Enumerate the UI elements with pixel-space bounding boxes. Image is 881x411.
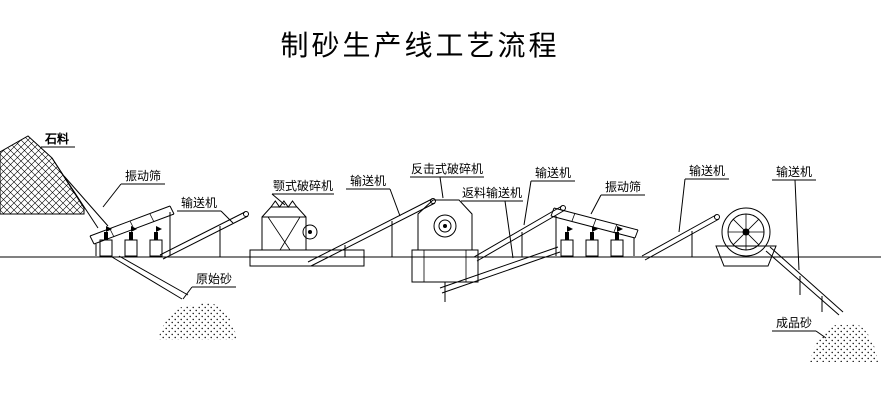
conveyor-4 <box>641 214 720 261</box>
conveyor-5-label: 输送机 <box>776 164 812 179</box>
screen1-support-3 <box>149 226 163 257</box>
label-return-conveyor: 返料输送机 <box>461 185 523 259</box>
screen1-support-2 <box>124 226 138 257</box>
diagram-title: 制砂生产线工艺流程 <box>280 30 559 62</box>
finished-sand-pile <box>810 323 878 362</box>
label-vibrating-screen-2: 振动筛 <box>590 179 645 215</box>
jaw-crusher-label: 颚式破碎机 <box>273 178 333 193</box>
label-finished-sand: 成品砂 <box>772 316 827 339</box>
finished-sand-label: 成品砂 <box>776 316 812 330</box>
impact-crusher-label: 反击式破碎机 <box>411 161 483 176</box>
conveyor-1-label: 输送机 <box>181 195 217 210</box>
label-jaw-crusher: 颚式破碎机 <box>271 178 334 206</box>
label-conveyor-1: 输送机 <box>177 195 234 224</box>
conveyor-1 <box>159 211 249 260</box>
impact-crusher <box>411 199 479 302</box>
sand-washer <box>715 207 777 267</box>
raw-sand-label: 原始砂 <box>196 272 232 286</box>
conveyor-2-label: 输送机 <box>350 173 386 188</box>
raw-sand-chute <box>111 255 189 300</box>
label-raw-sand: 原始砂 <box>182 272 236 300</box>
screen2-support-3 <box>610 226 624 257</box>
conveyor-2 <box>307 198 436 267</box>
conveyor-5 <box>765 246 844 316</box>
conveyor-4-label: 输送机 <box>689 163 725 178</box>
return-conveyor-label: 返料输送机 <box>462 185 522 200</box>
return-conveyor <box>439 246 561 294</box>
jaw-crusher <box>249 200 365 267</box>
stone-pile <box>0 135 109 229</box>
label-conveyor-2: 输送机 <box>346 173 401 217</box>
label-stone: 石料 <box>41 131 75 148</box>
raw-sand-pile <box>158 302 237 340</box>
screen2-support-2 <box>585 226 599 257</box>
vibrating-screen-1 <box>89 205 175 257</box>
conveyor-3-label: 输送机 <box>535 165 571 180</box>
label-conveyor-5: 输送机 <box>772 164 816 271</box>
screen2-support-1 <box>560 226 574 257</box>
label-conveyor-4: 输送机 <box>678 163 729 233</box>
vibrating-screen-1-label: 振动筛 <box>125 168 161 183</box>
label-conveyor-3: 输送机 <box>523 165 575 226</box>
label-vibrating-screen-1: 振动筛 <box>102 168 165 208</box>
stone-label: 石料 <box>44 131 69 146</box>
label-impact-crusher: 反击式破碎机 <box>410 161 484 199</box>
vibrating-screen-2-label: 振动筛 <box>605 179 641 194</box>
screen1-support-1 <box>99 226 113 257</box>
vibrating-screen-2 <box>550 207 639 257</box>
